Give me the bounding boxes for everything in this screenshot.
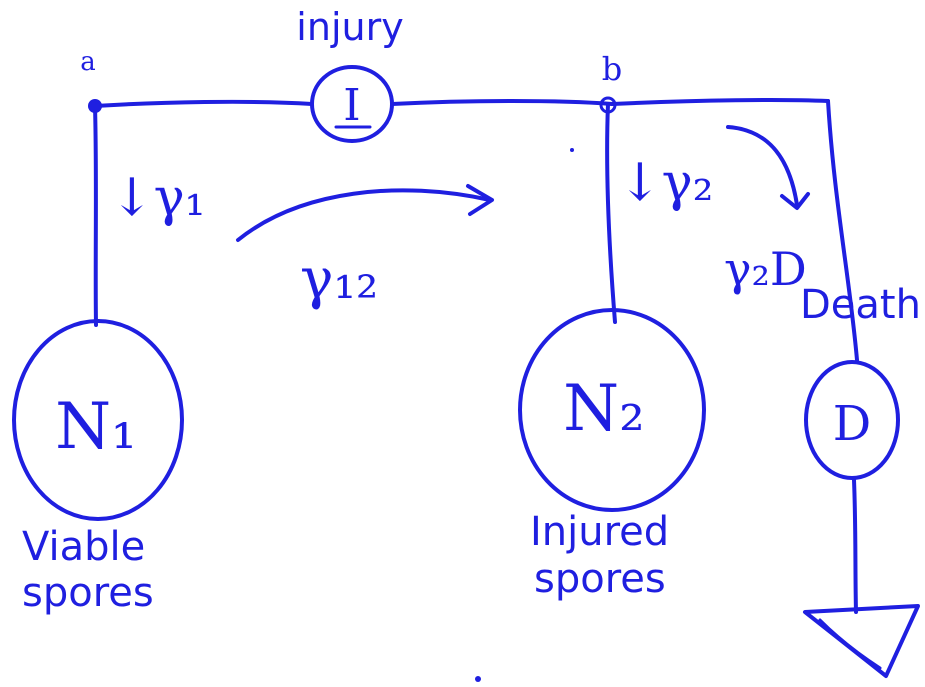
wire-a-to-n1 <box>93 104 98 327</box>
stray-ink-dot-bottom <box>475 676 481 682</box>
gamma2d-label: γ₂D <box>724 242 807 296</box>
wire-b-to-right <box>610 98 830 106</box>
ground-symbol <box>803 604 920 678</box>
stray-ink-dot <box>570 148 574 152</box>
wire-injury-to-b <box>390 99 614 106</box>
n1-circle <box>12 319 184 521</box>
gamma12-arrowhead <box>466 184 494 216</box>
wire-a-to-injury <box>93 99 314 108</box>
gamma2d-arrowhead <box>780 192 810 210</box>
wire-right-to-death <box>826 99 859 362</box>
n2-circle <box>518 308 706 512</box>
node-a-label: a <box>80 47 96 77</box>
death-symbol: D <box>833 396 871 452</box>
viable-label-line1: Viable <box>22 524 145 570</box>
node-a-dot <box>88 99 102 113</box>
wire-death-to-ground <box>852 478 858 614</box>
injury-label: injury <box>296 5 403 49</box>
node-b-dot <box>599 96 617 114</box>
n2-label: N₂ <box>563 372 645 446</box>
gamma1-label: ↓γ₁ <box>110 168 206 228</box>
n1-label: N₁ <box>55 390 137 464</box>
gamma2-label: ↓γ₂ <box>618 153 714 213</box>
injured-label-line2: spores <box>534 556 666 602</box>
death-label: Death <box>800 282 921 328</box>
gamma12-arrow <box>236 188 492 242</box>
injured-label-line1: Injured <box>530 509 669 555</box>
node-b-label: b <box>602 50 622 88</box>
death-circle <box>804 360 900 480</box>
injury-symbol: I <box>343 80 360 131</box>
gamma12-label: γ₁₂ <box>300 247 378 312</box>
ground-scribble <box>818 618 882 670</box>
wire-b-to-n2 <box>605 102 617 324</box>
gamma2d-arrow <box>726 125 799 207</box>
injury-element-circle <box>310 65 394 143</box>
viable-label-line2: spores <box>22 570 154 616</box>
